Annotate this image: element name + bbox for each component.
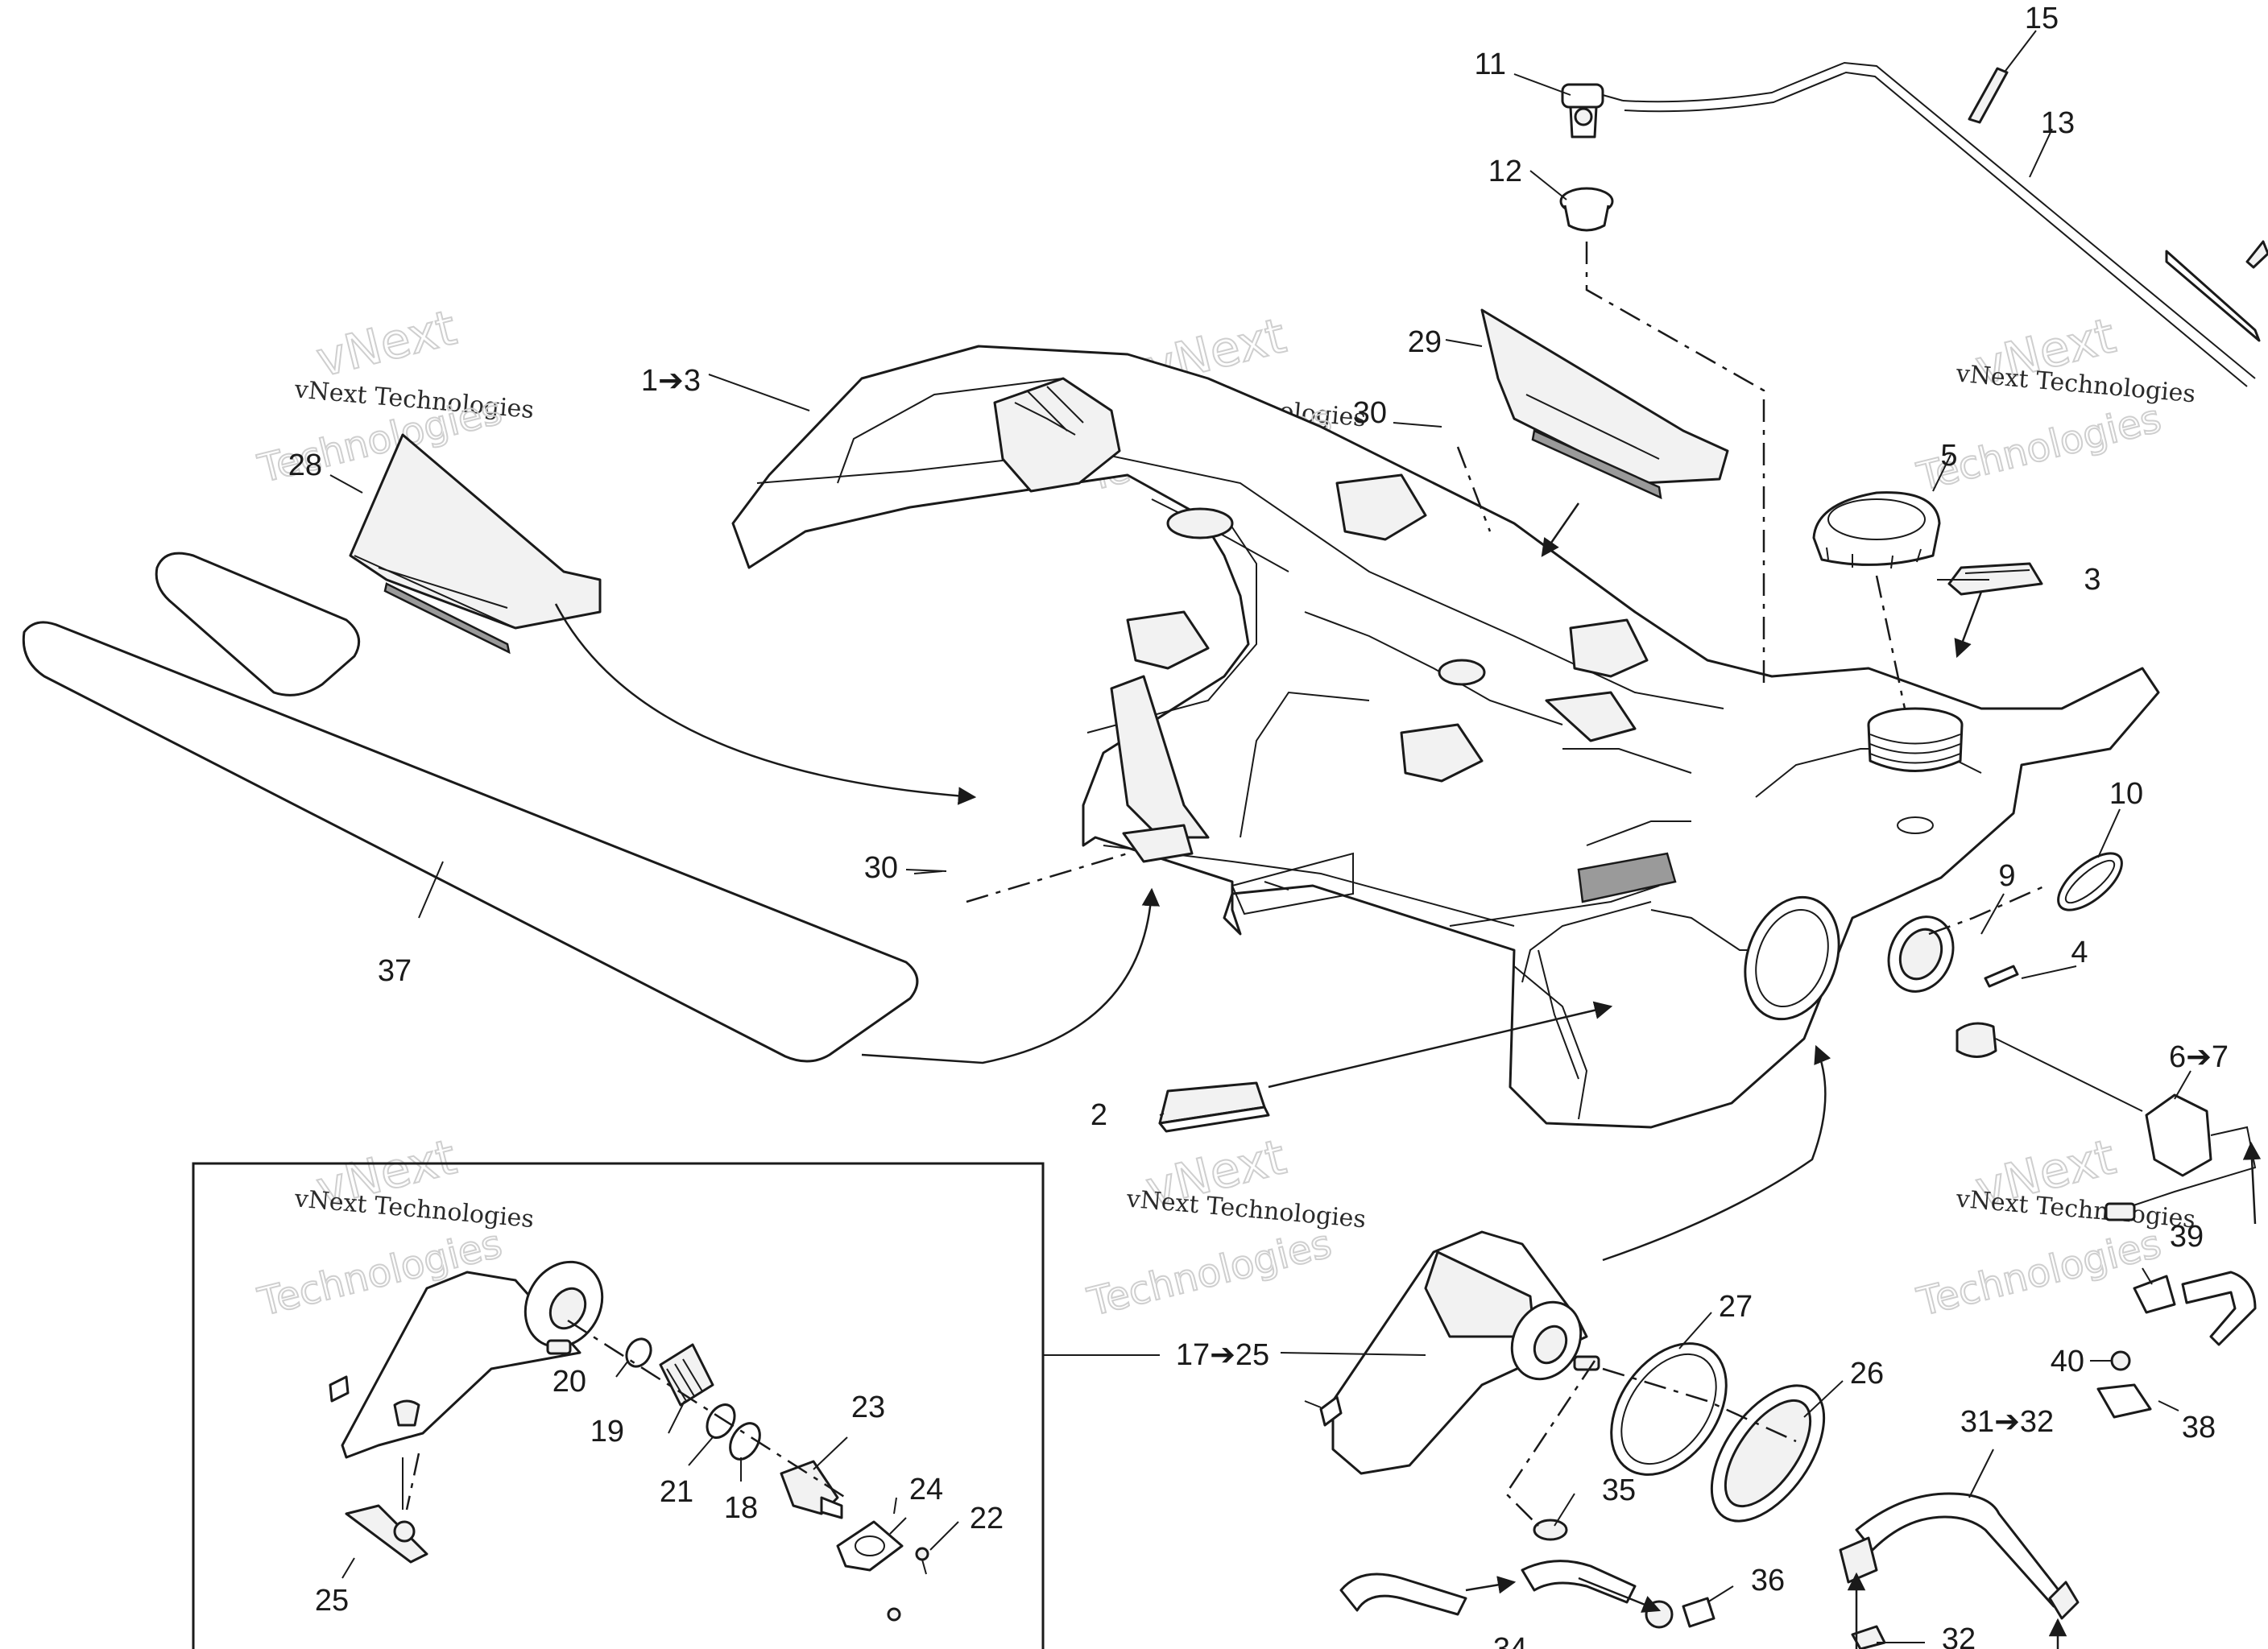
label-30-left: 30 [864, 851, 898, 885]
label-28: 28 [288, 448, 322, 482]
fuel-tank-part-1-3 [731, 345, 2160, 1129]
hose-part-31-32 [1855, 1492, 2080, 1620]
label-2: 2 [1091, 1098, 1107, 1132]
label-34: 34 [1493, 1632, 1527, 1649]
screw-part-22 [887, 1547, 929, 1622]
svg-text:Technologies: Technologies [1083, 1221, 1336, 1325]
ring-part-9 [1887, 915, 1955, 993]
label-27: 27 [1719, 1290, 1753, 1324]
label-31-32: 31➔32 [1960, 1405, 2054, 1439]
label-17-25: 17➔25 [1176, 1338, 1269, 1372]
hose-end-right [2181, 1271, 2257, 1346]
label-29: 29 [1408, 325, 1442, 359]
hose-part-34 [1339, 1560, 1637, 1616]
label-24: 24 [909, 1473, 943, 1506]
vent-hose-part-13 [1622, 61, 2261, 387]
label-30-top: 30 [1353, 396, 1387, 430]
label-39: 39 [2170, 1220, 2204, 1254]
pump-detail-frame [192, 1162, 1045, 1649]
label-21: 21 [660, 1475, 693, 1509]
fuel-pump-part-17-25 [1304, 1230, 1600, 1475]
heat-shield-part-29 [1480, 308, 1729, 500]
clamp-part-35 [1533, 1519, 1568, 1541]
assembly-dash-lines [405, 242, 2047, 1527]
clamp-part-39 [2133, 1275, 2176, 1314]
label-25: 25 [315, 1584, 349, 1618]
bolt-part-40 [2110, 1350, 2131, 1371]
clip-part-15 [1968, 67, 2268, 269]
label-11: 11 [1475, 48, 1506, 81]
o-ring-part-27 [1610, 1342, 1728, 1476]
clip-part-4 [1984, 965, 2019, 988]
label-36: 36 [1751, 1564, 1785, 1597]
pump-detail-inset [329, 1260, 604, 1459]
bolt-part-36 [1645, 1597, 1715, 1629]
label-35: 35 [1602, 1473, 1636, 1507]
regulator-part-23 [780, 1460, 843, 1519]
label-9: 9 [1998, 859, 2015, 893]
lock-ring-part-26 [1710, 1384, 1826, 1523]
label-12: 12 [1488, 155, 1522, 188]
grommet-part-12 [1559, 187, 1614, 232]
label-3: 3 [2084, 563, 2100, 597]
label-15: 15 [2025, 2, 2059, 35]
pad-part-3 [1947, 562, 2043, 596]
o-ring-part-20 [625, 1337, 652, 1368]
label-20: 20 [553, 1365, 586, 1399]
o-ring-part-18 [729, 1422, 761, 1461]
gasket-part-10 [2057, 852, 2123, 911]
label-23: 23 [851, 1391, 885, 1424]
pad-part-37 [22, 552, 919, 1063]
label-1-3: 1➔3 [641, 364, 701, 398]
svg-text:Technologies: Technologies [1913, 1221, 2166, 1325]
watermark-bottom-center: vNext vNext Technologies Technologies [1082, 1128, 1367, 1326]
leader-lines [329, 30, 2191, 1643]
cap-part-25 [345, 1504, 428, 1564]
callout-labels: 1➔3 28 29 30 30 37 2 11 12 15 13 5 3 10 … [288, 2, 2229, 1649]
clamp-part-32 [1839, 1536, 1886, 1649]
level-sensor-part-6-7 [1956, 1022, 2257, 1221]
label-5: 5 [1940, 439, 1957, 473]
assembly-arrows [554, 502, 2262, 1649]
label-40: 40 [2051, 1345, 2084, 1378]
plate-part-24 [836, 1520, 904, 1572]
label-4: 4 [2071, 936, 2088, 969]
label-18: 18 [724, 1491, 758, 1525]
label-6-7: 6➔7 [2169, 1040, 2229, 1074]
label-22: 22 [970, 1502, 1004, 1535]
label-26: 26 [1850, 1357, 1884, 1391]
fuel-cap-part-5 [1812, 491, 1941, 569]
label-37: 37 [378, 954, 412, 988]
heat-shield-part-28 [349, 433, 602, 655]
label-38: 38 [2182, 1411, 2216, 1444]
label-13: 13 [2041, 106, 2075, 140]
valve-part-11 [1561, 83, 1624, 138]
o-ring-part-21 [706, 1403, 736, 1439]
clip-part-38 [2096, 1383, 2152, 1419]
label-32: 32 [1942, 1622, 1976, 1649]
label-10: 10 [2109, 777, 2143, 811]
pad-part-2 [1158, 1081, 1270, 1133]
svg-text:vNext: vNext [311, 300, 461, 388]
filter-part-19 [659, 1343, 714, 1407]
label-19: 19 [590, 1415, 624, 1449]
